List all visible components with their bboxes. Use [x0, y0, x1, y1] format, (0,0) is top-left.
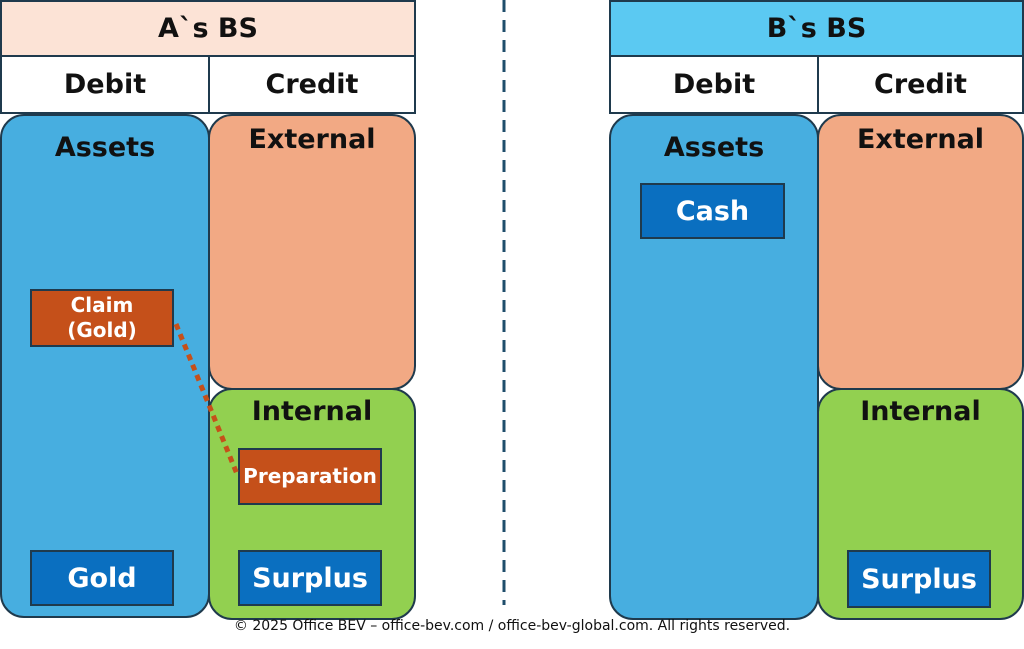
b-bs-title-text: B`s BS [766, 13, 867, 44]
a-gold-label: Gold [67, 562, 137, 594]
a-debit-header: Debit [0, 55, 210, 114]
b-debit-label: Debit [672, 69, 756, 100]
a-bs-title: A`s BS [0, 0, 416, 57]
a-claim-line2: (Gold) [67, 318, 137, 342]
center-divider [502, 0, 506, 605]
b-external-region: External [817, 114, 1024, 390]
b-bs-title: B`s BS [609, 0, 1024, 57]
b-cash-label: Cash [675, 195, 750, 227]
b-debit-header: Debit [609, 55, 819, 114]
a-surplus-box: Surplus [238, 550, 382, 606]
a-claim-gold-box: Claim (Gold) [30, 289, 174, 347]
a-external-label: External [248, 124, 376, 155]
a-external-region: External [208, 114, 416, 390]
a-gold-box: Gold [30, 550, 174, 606]
b-cash-box: Cash [640, 183, 785, 239]
a-internal-label: Internal [251, 396, 373, 427]
b-internal-label: Internal [860, 396, 981, 427]
a-assets-label: Assets [54, 132, 156, 163]
b-external-label: External [856, 124, 985, 155]
a-credit-label: Credit [265, 69, 359, 100]
a-surplus-label: Surplus [252, 562, 368, 594]
a-debit-label: Debit [63, 69, 147, 100]
a-preparation-box: Preparation [238, 448, 382, 505]
a-bs-title-text: A`s BS [158, 13, 258, 44]
copyright-footer: © 2025 Office BEV – office-bev.com / off… [233, 618, 791, 634]
a-assets-region: Assets [0, 114, 210, 618]
b-surplus-box: Surplus [847, 550, 991, 608]
a-credit-header: Credit [208, 55, 416, 114]
b-credit-header: Credit [817, 55, 1024, 114]
a-preparation-label: Preparation [243, 464, 377, 488]
b-assets-label: Assets [663, 132, 765, 163]
b-surplus-label: Surplus [861, 563, 977, 595]
b-credit-label: Credit [874, 69, 967, 100]
a-claim-line1: Claim [70, 293, 134, 317]
